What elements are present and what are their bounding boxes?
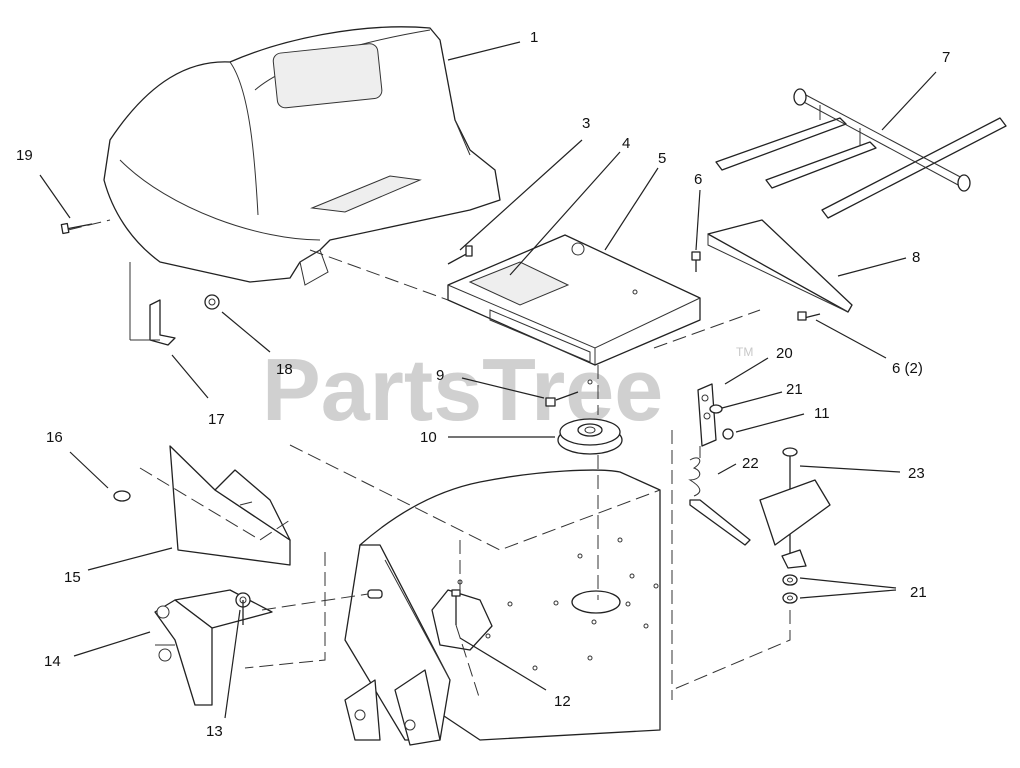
- callout-4: 4: [622, 135, 630, 152]
- part-seat-adjuster: [715, 88, 1007, 219]
- part-screw-6: [691, 251, 701, 272]
- part-pulley: [557, 418, 623, 455]
- callout-9: 9: [436, 367, 444, 384]
- part-seat-bracket: [129, 262, 176, 346]
- part-nut-11: [722, 428, 734, 440]
- callout-7: 7: [942, 49, 950, 66]
- callout-12: 12: [554, 693, 571, 710]
- part-screw-3: [447, 245, 473, 265]
- callout-20: 20: [776, 345, 793, 362]
- callout-22: 22: [742, 455, 759, 472]
- part-screw-9: [545, 391, 579, 407]
- callout-10: 10: [420, 429, 437, 446]
- part-washer-21b: [782, 574, 798, 586]
- watermark-trademark: TM: [736, 345, 753, 359]
- callout-15: 15: [64, 569, 81, 586]
- part-lever-20: [697, 383, 717, 447]
- assembly-lines: [67, 219, 791, 701]
- part-plate-12: [431, 589, 493, 651]
- callout-17: 17: [208, 411, 225, 428]
- callout-23: 23: [908, 465, 925, 482]
- callout-11: 11: [814, 405, 830, 422]
- part-washer-21a: [709, 404, 723, 414]
- part-washer-21c: [782, 592, 798, 604]
- part-spring-22: [688, 457, 751, 546]
- part-screw-6b: [797, 311, 821, 321]
- part-screw-16: [113, 490, 131, 502]
- callout-5: 5: [658, 150, 666, 167]
- callout-6-2: 6 (2): [892, 360, 923, 377]
- callout-6: 6: [694, 171, 702, 188]
- callout-21-top: 21: [786, 381, 803, 398]
- callout-3: 3: [582, 115, 590, 132]
- callout-21-bottom: 21: [910, 584, 927, 601]
- part-deck: [344, 469, 661, 746]
- callout-1: 1: [530, 29, 538, 46]
- part-seat: [103, 26, 501, 286]
- part-bracket-14: [154, 589, 273, 706]
- callout-14: 14: [44, 653, 61, 670]
- part-shield: [169, 445, 291, 566]
- part-mounting-bracket: [707, 219, 853, 313]
- callout-13: 13: [206, 723, 223, 740]
- callout-8: 8: [912, 249, 920, 266]
- part-bracket-23: [759, 479, 831, 569]
- callout-18: 18: [276, 361, 293, 378]
- leader-lines: [39, 41, 937, 719]
- callout-19: 19: [16, 147, 33, 164]
- part-nut-18: [204, 294, 220, 310]
- callouts: 1 3 4 5 6 7 8 6 (2) 9 10 20 21 11 22 23 …: [16, 29, 950, 740]
- callout-16: 16: [46, 429, 63, 446]
